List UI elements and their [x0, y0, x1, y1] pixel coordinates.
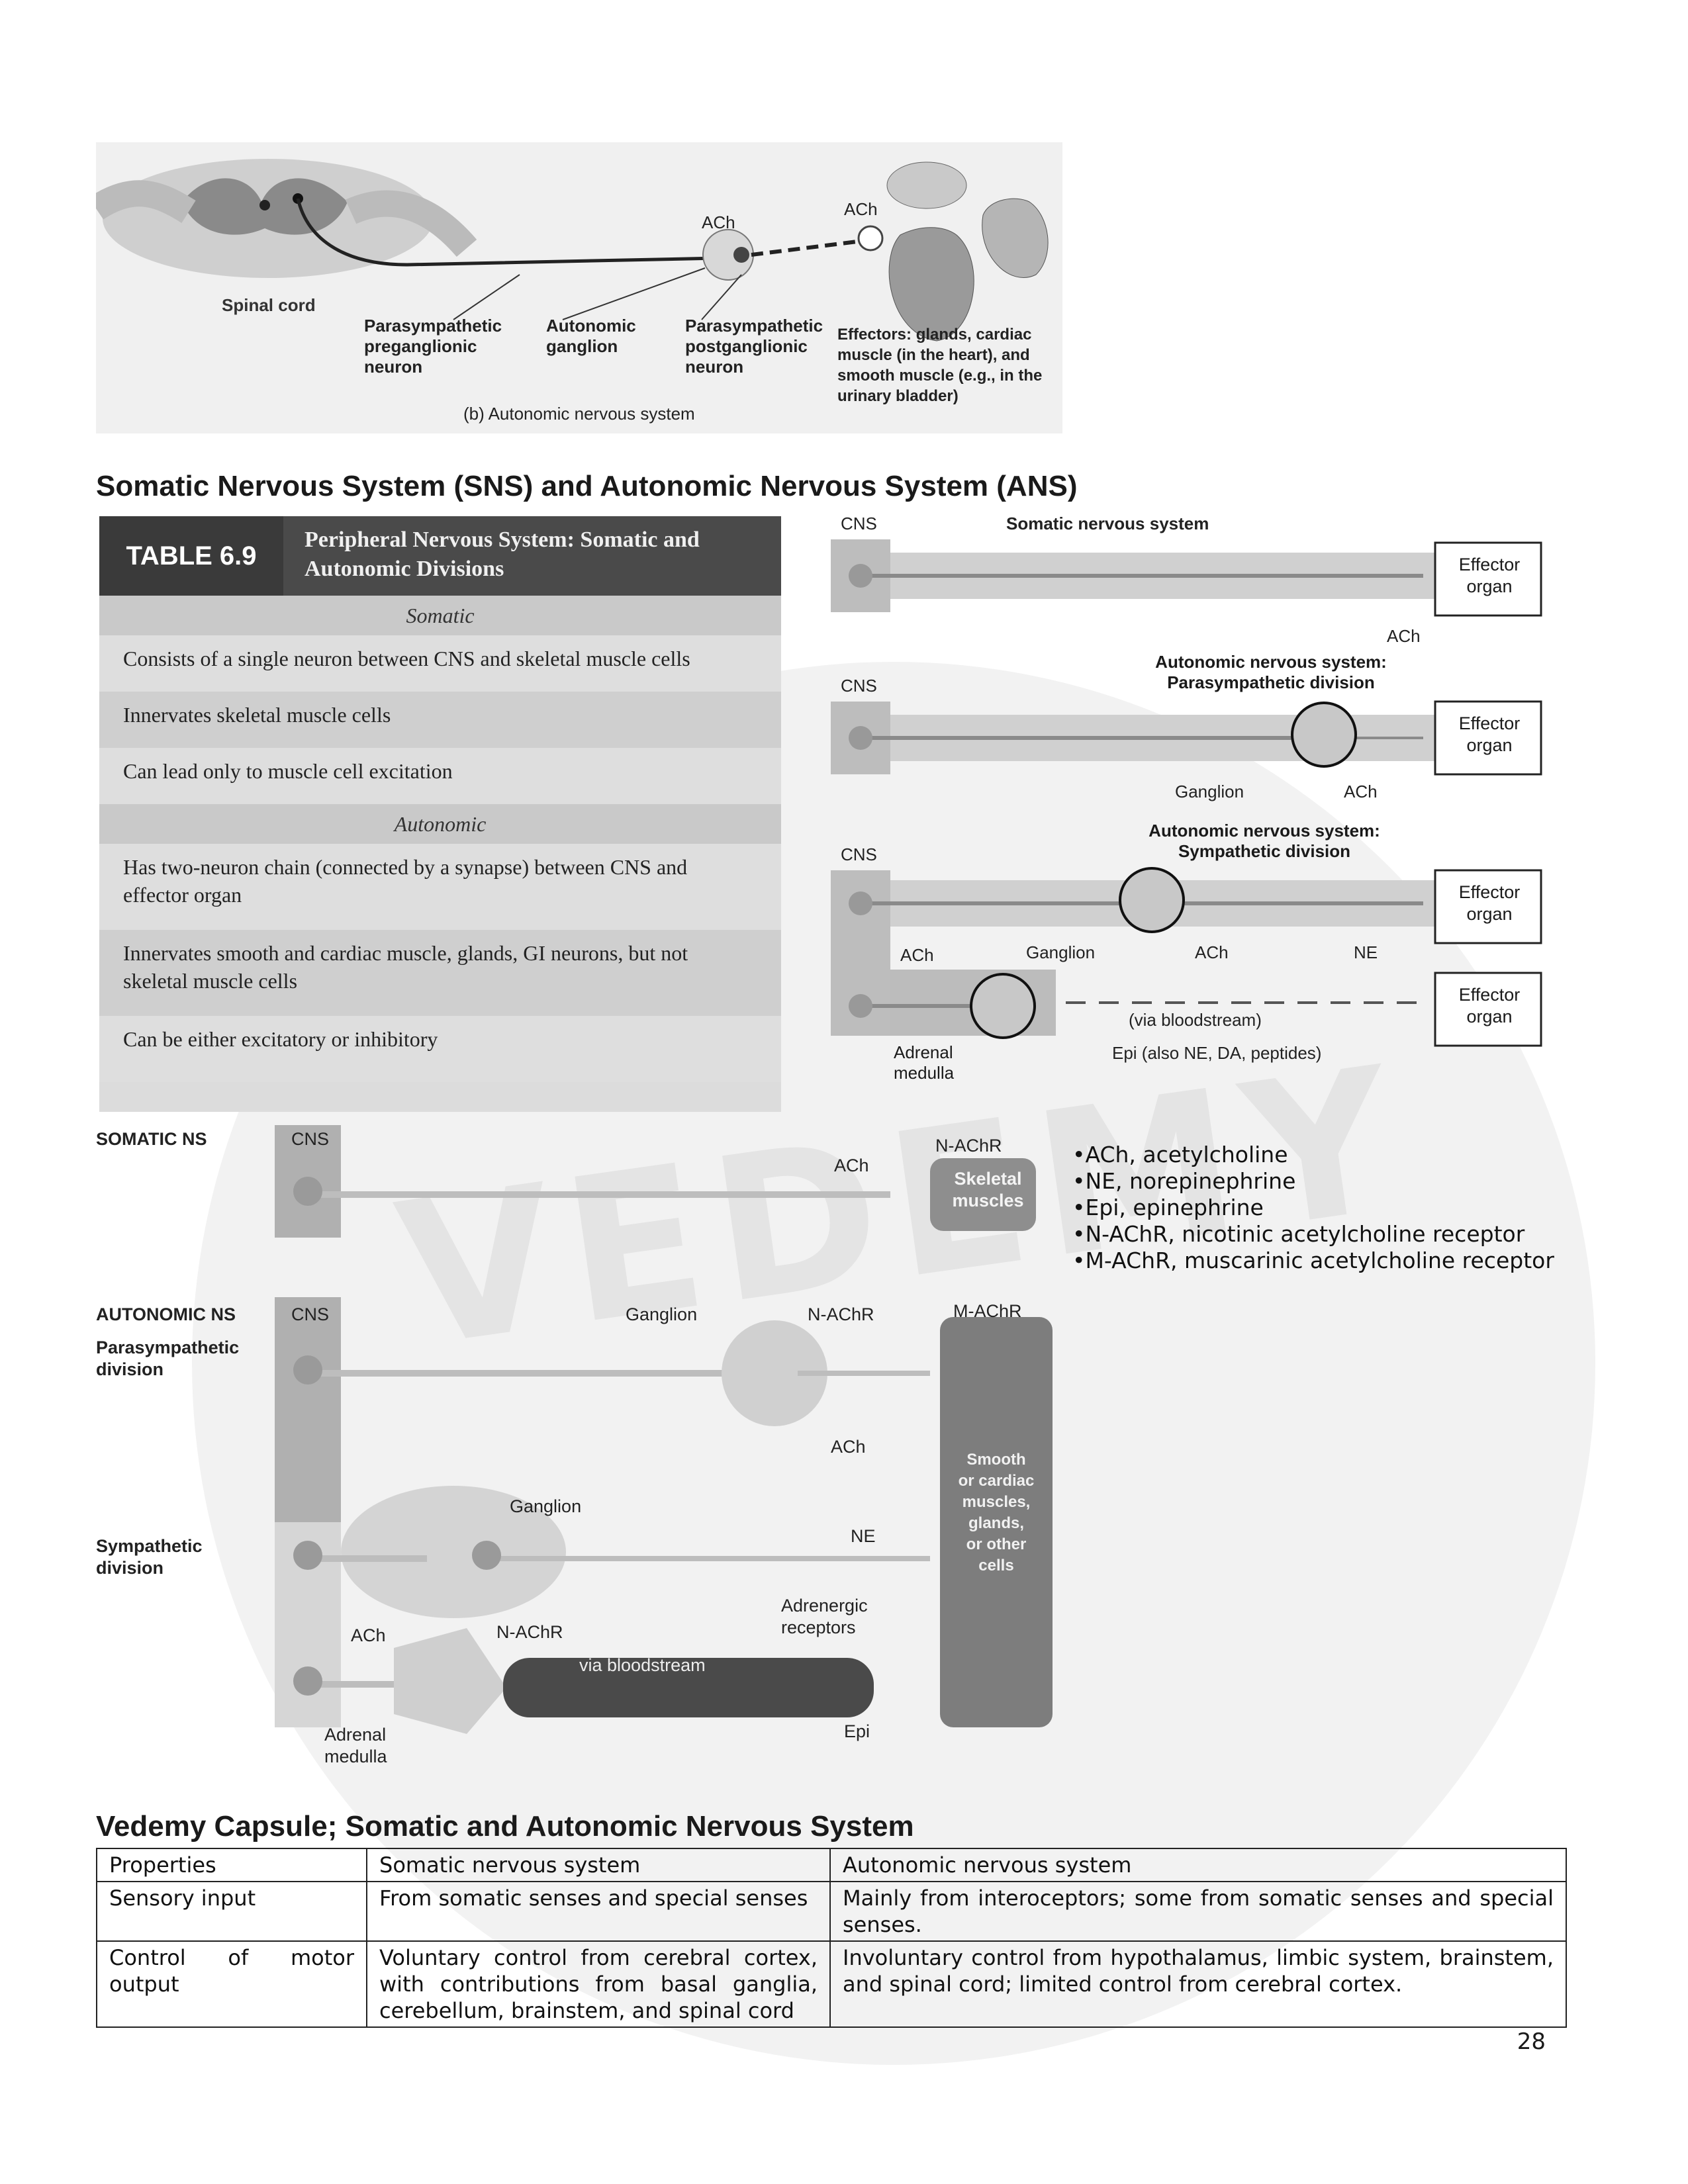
cns-label-para: CNS	[841, 676, 877, 696]
ganglion-label-symp: Ganglion	[1026, 942, 1095, 962]
pre-neuron-label: Parasympathetic preganglionic neuron	[364, 316, 502, 377]
table-cell: Control of motor output	[96, 1940, 367, 2028]
effector-organ-para: Effector organ	[1458, 713, 1521, 755]
ach-label-adrenal: ACh	[351, 1625, 386, 1645]
somatic-system-title: Somatic nervous system	[1006, 514, 1209, 533]
epi-label: Epi (also NE, DA, peptides)	[1112, 1043, 1321, 1063]
table-cell: Mainly from interoceptors; some from som…	[829, 1881, 1567, 1942]
legend-item: •ACh, acetylcholine	[1072, 1142, 1288, 1167]
ach-label-para: ACh	[1344, 782, 1378, 801]
table-6-9: TABLE 6.9 Peripheral Nervous System: Som…	[99, 516, 781, 1112]
table-row: Control of motor output Voluntary contro…	[96, 1940, 1567, 2028]
n-achr-label-somatic: N-AChR	[935, 1136, 1002, 1156]
ach-effector-label: ACh	[844, 199, 878, 219]
adrenergic-receptors-label: Adrenergic receptors	[781, 1596, 868, 1637]
spinal-cord-label: Spinal cord	[222, 295, 316, 315]
adrenal-medulla-bottom-label: Adrenal medulla	[324, 1725, 387, 1766]
abbreviation-legend: •ACh, acetylcholine •NE, norepinephrine …	[1072, 1142, 1554, 1274]
effectors-label: Effectors: glands, cardiac muscle (in th…	[837, 326, 1043, 405]
receptor-figure: SOMATIC NS CNS ACh N-AChR AUTONOMIC NS C…	[96, 1118, 1056, 1787]
legend-item: •Epi, epinephrine	[1072, 1195, 1264, 1220]
ach-label-somatic-ns: ACh	[834, 1156, 869, 1175]
via-bloodstream-label: (via bloodstream)	[1129, 1010, 1262, 1030]
autonomic-row-3: Can be either excitatory or inhibitory	[99, 1016, 781, 1082]
table-cell: Sensory input	[96, 1881, 367, 1942]
somatic-ns-label: SOMATIC NS	[96, 1129, 207, 1149]
table-row: Properties Somatic nervous system Autono…	[96, 1848, 1567, 1882]
legend-item: •NE, norepinephrine	[1072, 1168, 1296, 1194]
sympathetic-title: Autonomic nervous system: Sympathetic di…	[1149, 821, 1380, 861]
section-heading-sns-ans: Somatic Nervous System (SNS) and Autonom…	[96, 470, 1078, 502]
autonomic-subheader: Autonomic	[99, 804, 781, 844]
table-number: TABLE 6.9	[99, 516, 283, 596]
autonomic-figure-svg: ACh ACh Spinal cord	[88, 159, 1049, 341]
table-title: Peripheral Nervous System: Somatic and A…	[305, 527, 700, 581]
sympathetic-division-label: Sympathetic division	[96, 1536, 203, 1578]
ach-label-symp: ACh	[900, 945, 934, 965]
m-achr-label: M-AChR	[953, 1301, 1022, 1321]
ne-label-symp-ns: NE	[851, 1526, 876, 1546]
table-header-cell: Properties	[96, 1848, 367, 1882]
n-achr-label-para: N-AChR	[808, 1304, 874, 1324]
legend-item: •M-AChR, muscarinic acetylcholine recept…	[1072, 1248, 1554, 1273]
somatic-row-3: Can lead only to muscle cell excitation	[99, 748, 781, 804]
ach-ganglion-label: ACh	[702, 212, 735, 232]
ganglion-label: Autonomic ganglion	[546, 316, 636, 356]
autonomic-figure-panel: ACh ACh Spinal cord Parasympathetic preg…	[88, 142, 1062, 433]
autonomic-row-1: Has two-neuron chain (connected by a syn…	[99, 844, 781, 930]
effector-organ-symp: Effector organ	[1458, 882, 1521, 924]
ach-label-para-ns: ACh	[831, 1437, 866, 1457]
page-number: 28	[1517, 2028, 1546, 2055]
via-bloodstream-tube-label: via bloodstream	[579, 1655, 706, 1675]
autonomic-row-2: Innervates smooth and cardiac muscle, gl…	[99, 930, 781, 1016]
table-header-cell: Autonomic nervous system	[829, 1848, 1567, 1882]
capsule-table: Properties Somatic nervous system Autono…	[96, 1848, 1567, 2028]
pns-pathways-figure: CNS Somatic nervous system ACh CNS Gangl…	[827, 513, 1562, 1109]
smooth-muscle-label: Smooth or cardiac muscles, glands, or ot…	[958, 1451, 1035, 1574]
capsule-heading: Vedemy Capsule; Somatic and Autonomic Ne…	[96, 1810, 914, 1843]
ganglion-label-para: Ganglion	[1175, 782, 1244, 801]
receptor-figure-svg: SOMATIC NS CNS ACh N-AChR AUTONOMIC NS C…	[96, 1125, 1053, 1741]
ganglion-label-para-ns: Ganglion	[626, 1304, 697, 1324]
post-neuron-label: Parasympathetic postganglionic neuron	[685, 316, 823, 377]
cns-label-somatic: CNS	[841, 514, 877, 533]
n-achr-label-adrenal: N-AChR	[496, 1622, 563, 1642]
pns-pathways-svg: CNS Somatic nervous system ACh CNS Gangl…	[831, 514, 1542, 1063]
table-row: Sensory input From somatic senses and sp…	[96, 1881, 1567, 1942]
legend-item: •N-AChR, nicotinic acetylcholine recepto…	[1072, 1221, 1525, 1247]
effector-organ-somatic: Effector organ	[1458, 555, 1521, 596]
table-6-9-header: TABLE 6.9 Peripheral Nervous System: Som…	[99, 516, 781, 596]
effector-organ-adrenal: Effector organ	[1458, 985, 1521, 1026]
epi-label-bottom: Epi	[844, 1721, 870, 1741]
parasympathetic-division-label: Parasympathetic division	[96, 1338, 240, 1379]
table-cell: Voluntary control from cerebral cortex, …	[366, 1940, 831, 2028]
parasympathetic-title: Autonomic nervous system: Parasympatheti…	[1155, 652, 1387, 692]
skeletal-muscles-label: Skeletal muscles	[952, 1169, 1024, 1210]
ach-label-somatic: ACh	[1387, 626, 1421, 646]
somatic-subheader: Somatic	[99, 596, 781, 635]
somatic-row-2: Innervates skeletal muscle cells	[99, 692, 781, 748]
ganglion-label-symp-ns: Ganglion	[510, 1496, 581, 1516]
adrenal-medulla-label: Adrenal medulla	[894, 1042, 955, 1083]
cns-label-autonomic-ns: CNS	[291, 1304, 329, 1324]
table-cell: Involuntary control from hypothalamus, l…	[829, 1940, 1567, 2028]
somatic-row-1: Consists of a single neuron between CNS …	[99, 635, 781, 692]
ach-label-symp-post: ACh	[1195, 942, 1229, 962]
cns-label-somatic-ns: CNS	[291, 1129, 329, 1149]
table-header-cell: Somatic nervous system	[366, 1848, 831, 1882]
table-cell: From somatic senses and special senses	[366, 1881, 831, 1942]
cns-label-symp: CNS	[841, 844, 877, 864]
autonomic-ns-label: AUTONOMIC NS	[96, 1304, 236, 1324]
figure-caption: (b) Autonomic nervous system	[463, 404, 695, 424]
ne-label-symp: NE	[1354, 942, 1378, 962]
